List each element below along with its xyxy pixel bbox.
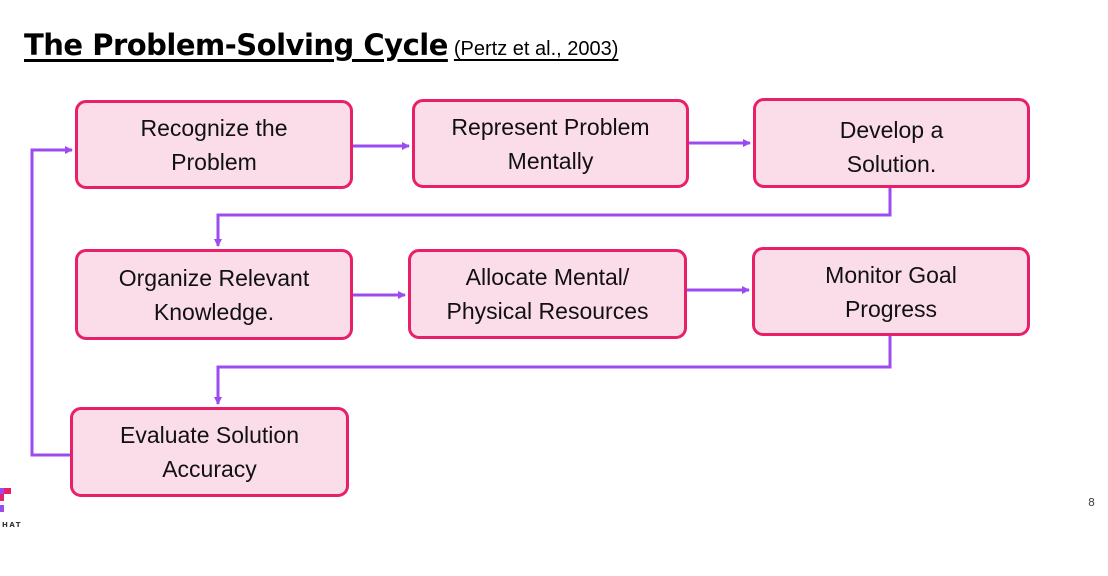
arrow-7-1-loop <box>30 146 73 457</box>
step-text-line2: Problem <box>171 148 257 175</box>
arrow-6-7 <box>214 335 892 405</box>
step-text-line2: Solution. <box>846 151 937 177</box>
slide-title: The Problem-Solving Cycle(Pertz et al., … <box>24 28 618 62</box>
step-text-line1: Evaluate Solution <box>119 422 299 448</box>
step-develop-solution: Develop a Solution. <box>753 98 1030 188</box>
title-main: The Problem-Solving Cycle <box>24 28 448 62</box>
step-text-line2: Mentally <box>507 147 594 174</box>
arrow-3-4 <box>214 187 892 247</box>
brand-logo-icon <box>0 488 11 512</box>
step-allocate-resources: Allocate Mental/Physical Resources <box>408 249 687 339</box>
step-text-line1: Recognize the <box>140 114 288 141</box>
step-text-line1: Develop a <box>839 117 944 143</box>
step-text-line2: Knowledge. <box>153 298 275 325</box>
step-text-line1: Represent Problem <box>451 113 650 140</box>
step-text-line1: Monitor Goal <box>825 261 957 288</box>
step-text-line1: Organize Relevant <box>118 264 310 291</box>
step-text-line2: Progress <box>844 295 938 322</box>
step-text-line2: Accuracy <box>162 456 257 482</box>
logo-text: HAT <box>2 521 23 529</box>
step-text-line1: Allocate Mental/ <box>465 264 630 290</box>
page-number: 8 <box>1088 496 1095 509</box>
title-citation: (Pertz et al., 2003) <box>453 38 619 60</box>
step-text-line2: Physical Resources <box>446 298 649 324</box>
